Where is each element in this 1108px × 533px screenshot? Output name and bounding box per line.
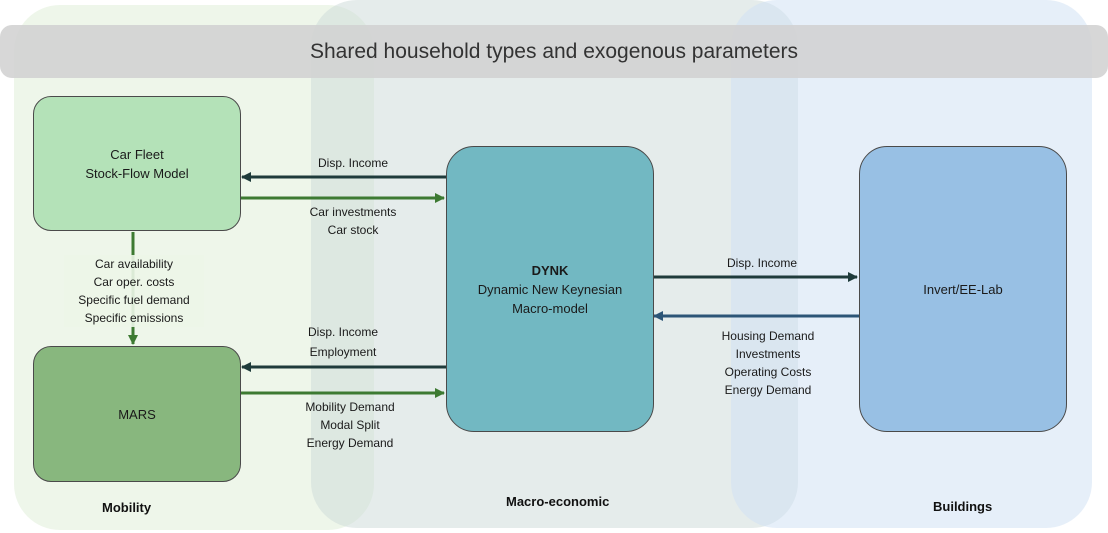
invert-box: Invert/EE-Lab (859, 146, 1067, 432)
flow-label-line: Employment (309, 345, 377, 359)
flow-label-line: Car investments (309, 205, 397, 219)
flow-label-line: Operating Costs (724, 365, 812, 379)
car-fleet-line1: Car Fleet (110, 146, 164, 162)
flow-label-carfleet-to-mars: Car availability Car oper. costs Specifi… (64, 255, 204, 327)
mars-label: MARS (118, 406, 156, 422)
flow-label-dynk-to-mars: Disp. Income Employment (283, 323, 403, 361)
flow-label-line: Mobility Demand (305, 400, 395, 414)
region-label-mobility: Mobility (102, 500, 152, 515)
dynk-box: DYNK Dynamic New Keynesian Macro-model (446, 146, 654, 432)
flow-label-line: Housing Demand (721, 329, 815, 343)
region-label-buildings: Buildings (933, 499, 993, 514)
flow-label-line: Disp. Income (726, 256, 798, 270)
flow-label-line: Disp. Income (317, 156, 389, 170)
flow-label-dynk-to-carfleet: Disp. Income (293, 154, 413, 172)
flow-label-line: Energy Demand (306, 436, 394, 450)
flow-label-line: Specific fuel demand (78, 293, 190, 307)
mars-box: MARS (33, 346, 241, 482)
flow-label-line: Specific emissions (84, 311, 184, 325)
flow-label-line: Disp. Income (307, 325, 379, 339)
car-fleet-box: Car Fleet Stock-Flow Model (33, 96, 241, 231)
flow-label-line: Investments (735, 347, 801, 361)
flow-label-invert-to-dynk: Housing Demand Investments Operating Cos… (703, 327, 833, 399)
dynk-title: DYNK (531, 262, 569, 278)
flow-label-carfleet-to-dynk: Car investments Car stock (288, 203, 418, 239)
flow-label-line: Car availability (94, 257, 174, 271)
car-fleet-line2: Stock-Flow Model (85, 165, 189, 181)
region-label-macro-economic: Macro-economic (506, 494, 610, 509)
flow-label-line: Energy Demand (724, 383, 812, 397)
flow-label-mars-to-dynk: Mobility Demand Modal Split Energy Deman… (285, 398, 415, 452)
invert-label: Invert/EE-Lab (923, 281, 1003, 297)
banner-title: Shared household types and exogenous par… (309, 39, 798, 63)
flow-label-dynk-to-invert: Disp. Income (702, 254, 822, 272)
flow-label-line: Car oper. costs (93, 275, 175, 289)
shared-parameters-banner: Shared household types and exogenous par… (0, 25, 1108, 78)
flow-label-line: Car stock (327, 223, 379, 237)
dynk-line1: Dynamic New Keynesian (477, 281, 623, 297)
dynk-line2: Macro-model (512, 300, 588, 316)
flow-label-line: Modal Split (320, 418, 380, 432)
